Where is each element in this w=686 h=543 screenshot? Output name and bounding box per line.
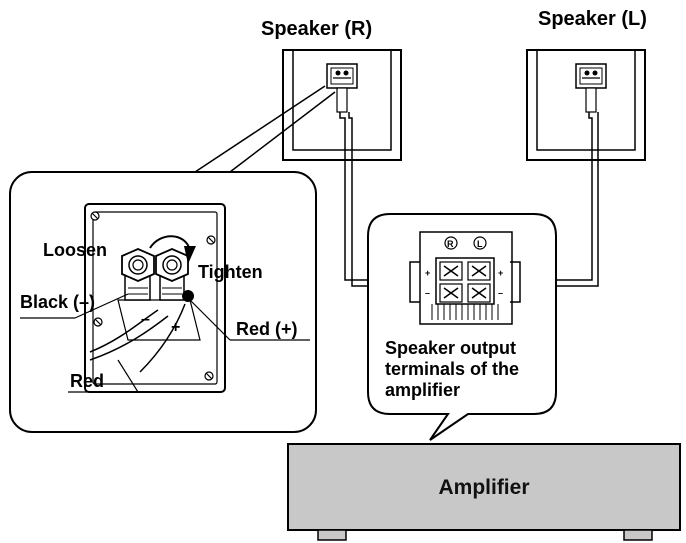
tighten-arrow-icon: [184, 246, 196, 264]
amplifier-terminal-callout: R L + – + – Speaker output terminals of …: [367, 213, 557, 441]
zoom-callout-lines: [194, 85, 336, 173]
amplifier: Amplifier: [287, 443, 681, 541]
leader-lines: [20, 293, 310, 393]
amplifier-label: Amplifier: [438, 476, 529, 499]
terminals-caption-line3: amplifier: [385, 380, 460, 400]
terminal-detail-box: – +: [9, 171, 317, 433]
tighten-label: Tighten: [198, 262, 263, 282]
terminal-plus-left: +: [425, 268, 430, 278]
speaker-right-label: Speaker (R): [261, 18, 372, 40]
speaker-right-terminal-icon: [326, 63, 358, 113]
binding-post-red: [155, 248, 194, 302]
terminals-caption-line2: terminals of the: [385, 359, 519, 379]
loosen-label: Loosen: [43, 240, 107, 260]
amplifier-terminal-block: R L + – + –: [409, 231, 521, 325]
red-plus-label: Red (+): [236, 319, 298, 339]
terminal-plus-right: +: [498, 268, 503, 278]
speaker-left-terminal-icon: [575, 63, 607, 113]
terminal-l-mark: L: [477, 239, 483, 249]
binding-post-black: [121, 248, 155, 301]
plus-sign: +: [171, 319, 180, 336]
speaker-left: [526, 49, 646, 161]
terminal-plate: – +: [84, 203, 226, 393]
screw-icon: [90, 211, 216, 381]
terminal-minus-left: –: [425, 288, 430, 298]
red-label: Red: [70, 371, 104, 391]
terminal-r-mark: R: [447, 239, 454, 249]
speaker-right: [282, 49, 402, 161]
terminal-minus-right: –: [498, 288, 503, 298]
speaker-wires: [89, 303, 186, 373]
black-minus-label: Black (–): [20, 292, 95, 312]
terminals-caption-line1: Speaker output: [385, 338, 516, 358]
speaker-left-label: Speaker (L): [538, 8, 647, 30]
